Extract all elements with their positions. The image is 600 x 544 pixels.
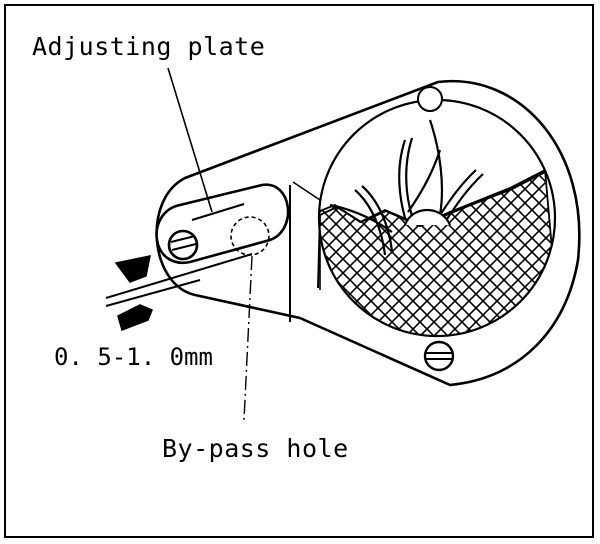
dimension-arrow-lower [117, 304, 153, 331]
leader-bypass-hole [243, 255, 253, 421]
gap-line-lower [105, 279, 201, 307]
lower-screw [423, 340, 455, 372]
gap-line-upper [105, 253, 253, 299]
rotor-hub [403, 209, 452, 226]
rotor-vanes [329, 119, 484, 256]
plate-screw [167, 229, 199, 261]
dimension-arrow-upper [114, 255, 151, 283]
leader-adjusting-plate [167, 67, 213, 213]
filter-mesh-edge [317, 171, 546, 289]
label-clearance: 0. 5-1. 0mm [54, 343, 213, 371]
label-bypass-hole: By-pass hole [162, 434, 349, 463]
label-adjusting-plate: Adjusting plate [32, 32, 266, 61]
adjusting-plate-slot [191, 202, 245, 222]
mounting-hole [417, 86, 443, 112]
